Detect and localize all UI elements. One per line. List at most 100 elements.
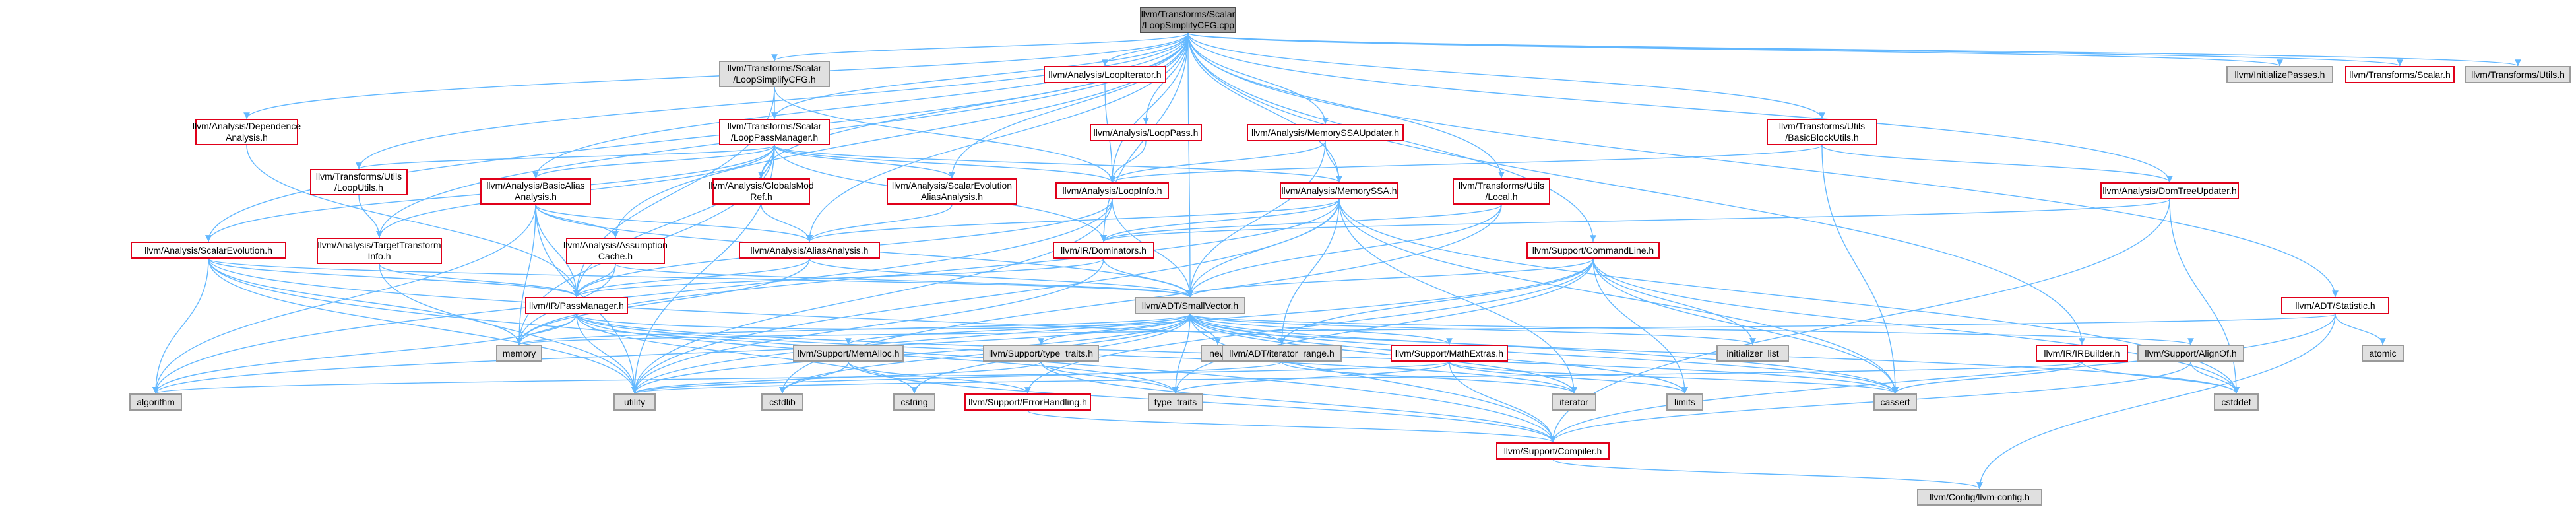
node-label: llvm/Analysis/TargetTransform [317,240,441,250]
edge-commandline-to-cstddef [1592,258,2240,394]
node-basicblockutils[interactable]: llvm/Transforms/Utils/BasicBlockUtils.h [1767,119,1877,145]
edge-basicaa-to-aliasanalysis [535,204,813,242]
node-label: llvm/Transforms/Utils.h [2471,69,2565,80]
node-label: memory [502,347,536,358]
edge-smallvector-to-utility [631,314,1191,394]
node-label: llvm/Analysis/LoopInfo.h [1062,185,1162,196]
node-irbuilder[interactable]: llvm/IR/IRBuilder.h [2036,345,2128,362]
node-memoryssaupdater[interactable]: llvm/Analysis/MemorySSAUpdater.h [1247,124,1404,141]
edge-root-to-looppass [1143,32,1189,125]
node-domtreeupdater[interactable]: llvm/Analysis/DomTreeUpdater.h [2100,182,2239,199]
node-alignof[interactable]: llvm/Support/AlignOf.h [2137,345,2244,362]
node-memalloc[interactable]: llvm/Support/MemAlloc.h [793,345,904,362]
edge-root-to-memoryssaupdater [1187,32,1329,125]
node-typetraits-llvm[interactable]: llvm/Support/type_traits.h [983,345,1099,362]
node-mathextras[interactable]: llvm/Support/MathExtras.h [1391,345,1508,362]
node-label: cstddef [2221,396,2251,407]
node-initializepasses[interactable]: llvm/InitializePasses.h [2226,66,2333,83]
node-commandline[interactable]: llvm/Support/CommandLine.h [1526,242,1660,259]
node-label: llvm/Analysis/Dependence [192,121,301,131]
node-label: llvm/ADT/SmallVector.h [1141,300,1239,311]
edge-memoryssa-to-cassert [1338,199,1899,394]
node-errorhandling[interactable]: llvm/Support/ErrorHandling.h [964,393,1091,411]
edge-aliasanalysis-to-memory [516,258,810,345]
node-loopinfo[interactable]: llvm/Analysis/LoopInfo.h [1055,182,1169,199]
node-memory[interactable]: memory [496,345,542,362]
node-label: llvm/Analysis/LoopPass.h [1093,127,1199,138]
edge-iterator_range-to-utility [631,361,1282,394]
edge-typetraits_llvm-to-type_traits [1040,361,1179,394]
edge-transforms_utils_local-to-smallvector [1187,204,1502,298]
node-smallvector[interactable]: llvm/ADT/SmallVector.h [1135,297,1245,314]
node-label: Analysis.h [226,132,268,143]
edge-looputils-to-tti [358,195,383,238]
node-initializer-list[interactable]: initializer_list [1716,345,1789,362]
node-limits[interactable]: limits [1666,393,1703,411]
node-label: llvm/Transforms/Scalar [1141,9,1236,19]
node-algorithm[interactable]: algorithm [129,393,182,411]
node-scalarevolution[interactable]: llvm/Analysis/ScalarEvolution.h [131,242,286,259]
edge-mathextras-to-algorithm [152,361,1450,394]
node-loopiterator[interactable]: llvm/Analysis/LoopIterator.h [1044,66,1166,83]
node-cstdlib[interactable]: cstdlib [761,393,803,411]
node-cstddef[interactable]: cstddef [2214,393,2259,411]
node-label: llvm/Analysis/MemorySSAUpdater.h [1251,127,1400,138]
node-transforms-scalar-loopsimplifycfg-h[interactable]: llvm/Transforms/Scalar/LoopSimplifyCFG.h [719,61,830,87]
node-cassert[interactable]: cassert [1873,393,1917,411]
node-atomic[interactable]: atomic [2362,345,2404,362]
edge-commandline-to-initializer_list [1592,258,1756,345]
node-label: llvm/Support/MemAlloc.h [797,347,900,358]
edge-transforms_utils_local-to-dominators [1100,204,1502,242]
node-root[interactable]: llvm/Transforms/Scalar/LoopSimplifyCFG.c… [1140,7,1236,33]
edge-basicaa-to-assumptioncache [535,204,619,238]
node-label: llvm/Support/MathExtras.h [1395,347,1504,358]
node-label: llvm/IR/PassManager.h [529,300,624,311]
node-label: llvm/IR/Dominators.h [1061,244,1147,256]
node-label: /LoopPassManager.h [730,132,819,143]
node-cstring[interactable]: cstring [893,393,935,411]
node-memoryssa[interactable]: llvm/Analysis/MemorySSA.h [1280,182,1398,199]
edge-smallvector-to-initializer_list [1189,314,1756,345]
node-label: llvm/Analysis/Assumption [563,240,668,250]
edge-tti-to-utility [379,263,638,394]
node-label: llvm/ADT/iterator_range.h [1229,347,1335,358]
edge-dominators-to-passmanager [573,258,1104,298]
edge-smallvector-to-cassert [1189,314,1899,394]
edge-memoryssa-to-iterator_range [1278,199,1340,345]
node-label: llvm/Analysis/DomTreeUpdater.h [2102,185,2237,196]
edge-irbuilder-to-utility [632,361,2083,394]
node-aliasanalysis[interactable]: llvm/Analysis/AliasAnalysis.h [739,242,880,259]
node-dominators[interactable]: llvm/IR/Dominators.h [1053,242,1154,259]
edge-dominators-to-smallvector [1103,258,1193,298]
node-label: llvm/Config/llvm-config.h [1930,491,2030,502]
node-iterator[interactable]: iterator [1552,393,1596,411]
node-looppassmanager[interactable]: llvm/Transforms/Scalar/LoopPassManager.h [719,119,830,145]
edge-looppassmanager-to-memoryssa [774,145,1342,183]
node-passmanager[interactable]: llvm/IR/PassManager.h [525,297,628,314]
node-llvmconfig[interactable]: llvm/Config/llvm-config.h [1917,489,2042,506]
node-transforms-scalar-h[interactable]: llvm/Transforms/Scalar.h [2345,66,2455,83]
node-label: llvm/Transforms/Scalar [727,63,822,73]
node-looppass[interactable]: llvm/Analysis/LoopPass.h [1090,124,1202,141]
edge-commandline-to-iterator_range [1278,258,1594,345]
node-label: limits [1674,396,1695,407]
node-compiler[interactable]: llvm/Support/Compiler.h [1496,442,1610,460]
node-transforms-utils-h[interactable]: llvm/Transforms/Utils.h [2465,66,2571,83]
node-transforms-utils-local[interactable]: llvm/Transforms/Utils/Local.h [1453,178,1550,205]
node-label: llvm/Analysis/LoopIterator.h [1048,69,1162,80]
edge-smallvector-to-compiler [1189,314,1556,443]
node-statistic[interactable]: llvm/ADT/Statistic.h [2281,297,2389,314]
node-looputils[interactable]: llvm/Transforms/Utils/LoopUtils.h [310,169,408,195]
node-utility[interactable]: utility [613,393,656,411]
node-iterator-range[interactable]: llvm/ADT/iterator_range.h [1222,345,1342,362]
node-label: /BasicBlockUtils.h [1785,132,1859,143]
node-type-traits[interactable]: type_traits [1148,393,1203,411]
edge-statistic-to-llvmconfig [1976,314,2336,489]
node-label: algorithm [137,396,175,407]
